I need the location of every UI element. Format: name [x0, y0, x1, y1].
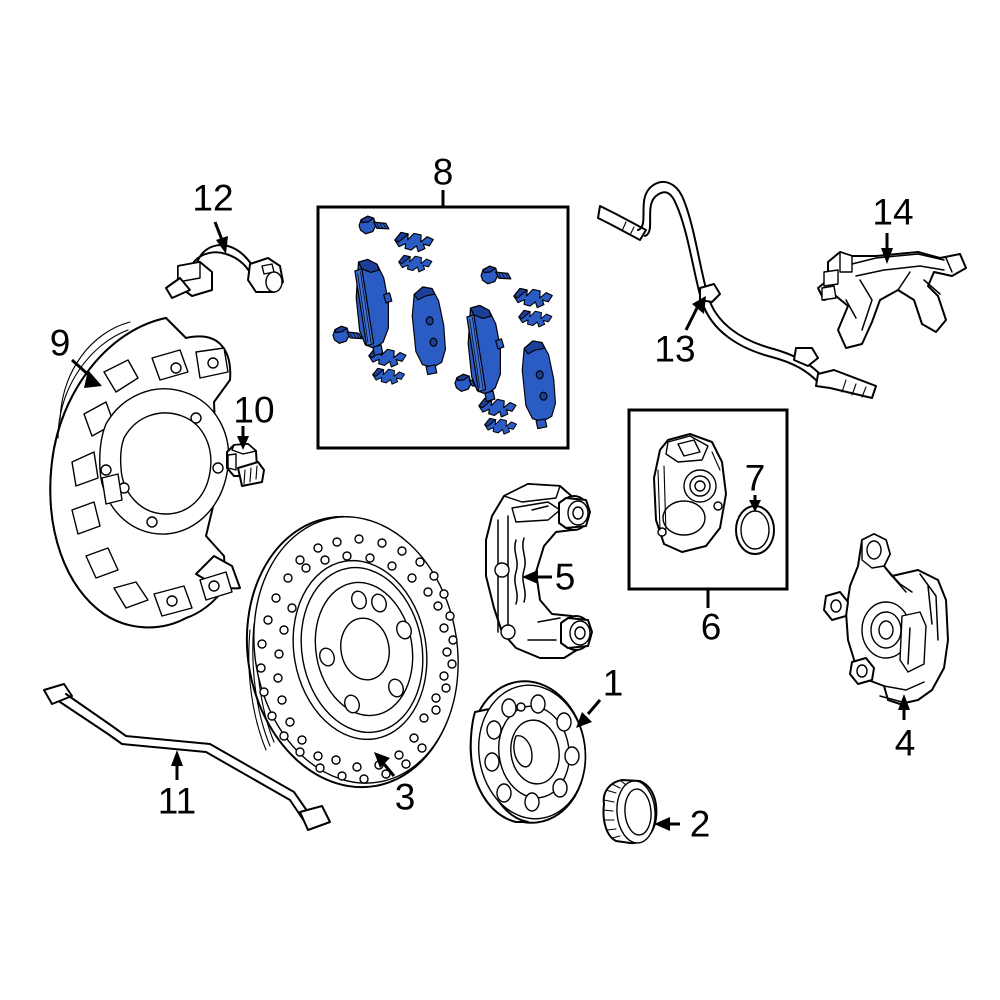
- callout-label-3: 3: [394, 776, 416, 818]
- abs-wheel-speed-sensor: [597, 181, 877, 399]
- callout-label-11: 11: [157, 780, 197, 822]
- shield-mounting-bolt: [226, 426, 265, 487]
- brake-rotor-disc: [245, 515, 459, 789]
- parking-brake-cable: [43, 683, 331, 831]
- callout-label-1: 1: [602, 662, 624, 704]
- callout-label-2: 2: [689, 803, 711, 845]
- callout-label-9: 9: [49, 322, 71, 364]
- callout-label-7: 7: [744, 457, 766, 499]
- callout-label-13: 13: [654, 328, 696, 370]
- caliper-mounting-bracket: [485, 483, 593, 659]
- brake-pad-set-box: [316, 190, 570, 450]
- wear-sensor: [165, 221, 284, 299]
- callout-label-4: 4: [894, 722, 916, 764]
- callout-label-10: 10: [233, 389, 275, 431]
- brake-dust-shield: [49, 317, 241, 629]
- piston-seal-ring: [735, 505, 775, 555]
- callout-label-5: 5: [554, 556, 576, 598]
- callout-label-6: 6: [700, 606, 722, 648]
- callout-label-8: 8: [432, 151, 454, 193]
- caliper-repair-kit-box: [627, 408, 789, 608]
- callout-label-12: 12: [192, 177, 234, 219]
- caliper-housing-illustration: [653, 433, 727, 553]
- callout-label-14: 14: [872, 191, 914, 233]
- brake-caliper: [823, 533, 949, 720]
- axle-nut: [602, 779, 680, 845]
- sensor-mounting-bracket: [817, 233, 967, 349]
- wheel-hub: [469, 680, 602, 824]
